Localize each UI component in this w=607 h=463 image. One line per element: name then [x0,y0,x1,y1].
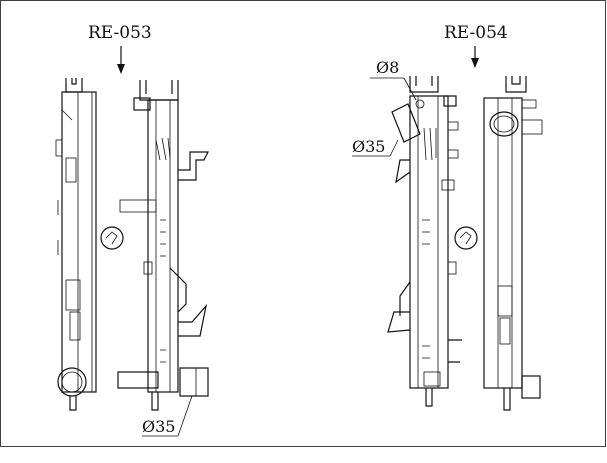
re-054-drawing: RE-054 [352,23,543,411]
model-label-re-054: RE-054 [444,23,508,43]
diameter-callout-35: Ø35 [142,417,175,436]
frame-border [0,0,606,447]
re-053-front-view [117,80,209,411]
re-053-drawing: RE-053 [55,23,209,437]
arrow-down-icon [471,46,479,68]
re-054-side-view [454,76,543,411]
re-053-side-view [55,78,124,411]
diameter-callout-8: Ø8 [376,58,399,77]
callout-leader [142,395,193,437]
arrow-down-icon [117,46,125,74]
model-label-re-053: RE-053 [88,23,152,43]
re-054-front-view [387,76,462,407]
diameter-callout-35: Ø35 [352,137,385,156]
callout-leaders [352,77,417,157]
